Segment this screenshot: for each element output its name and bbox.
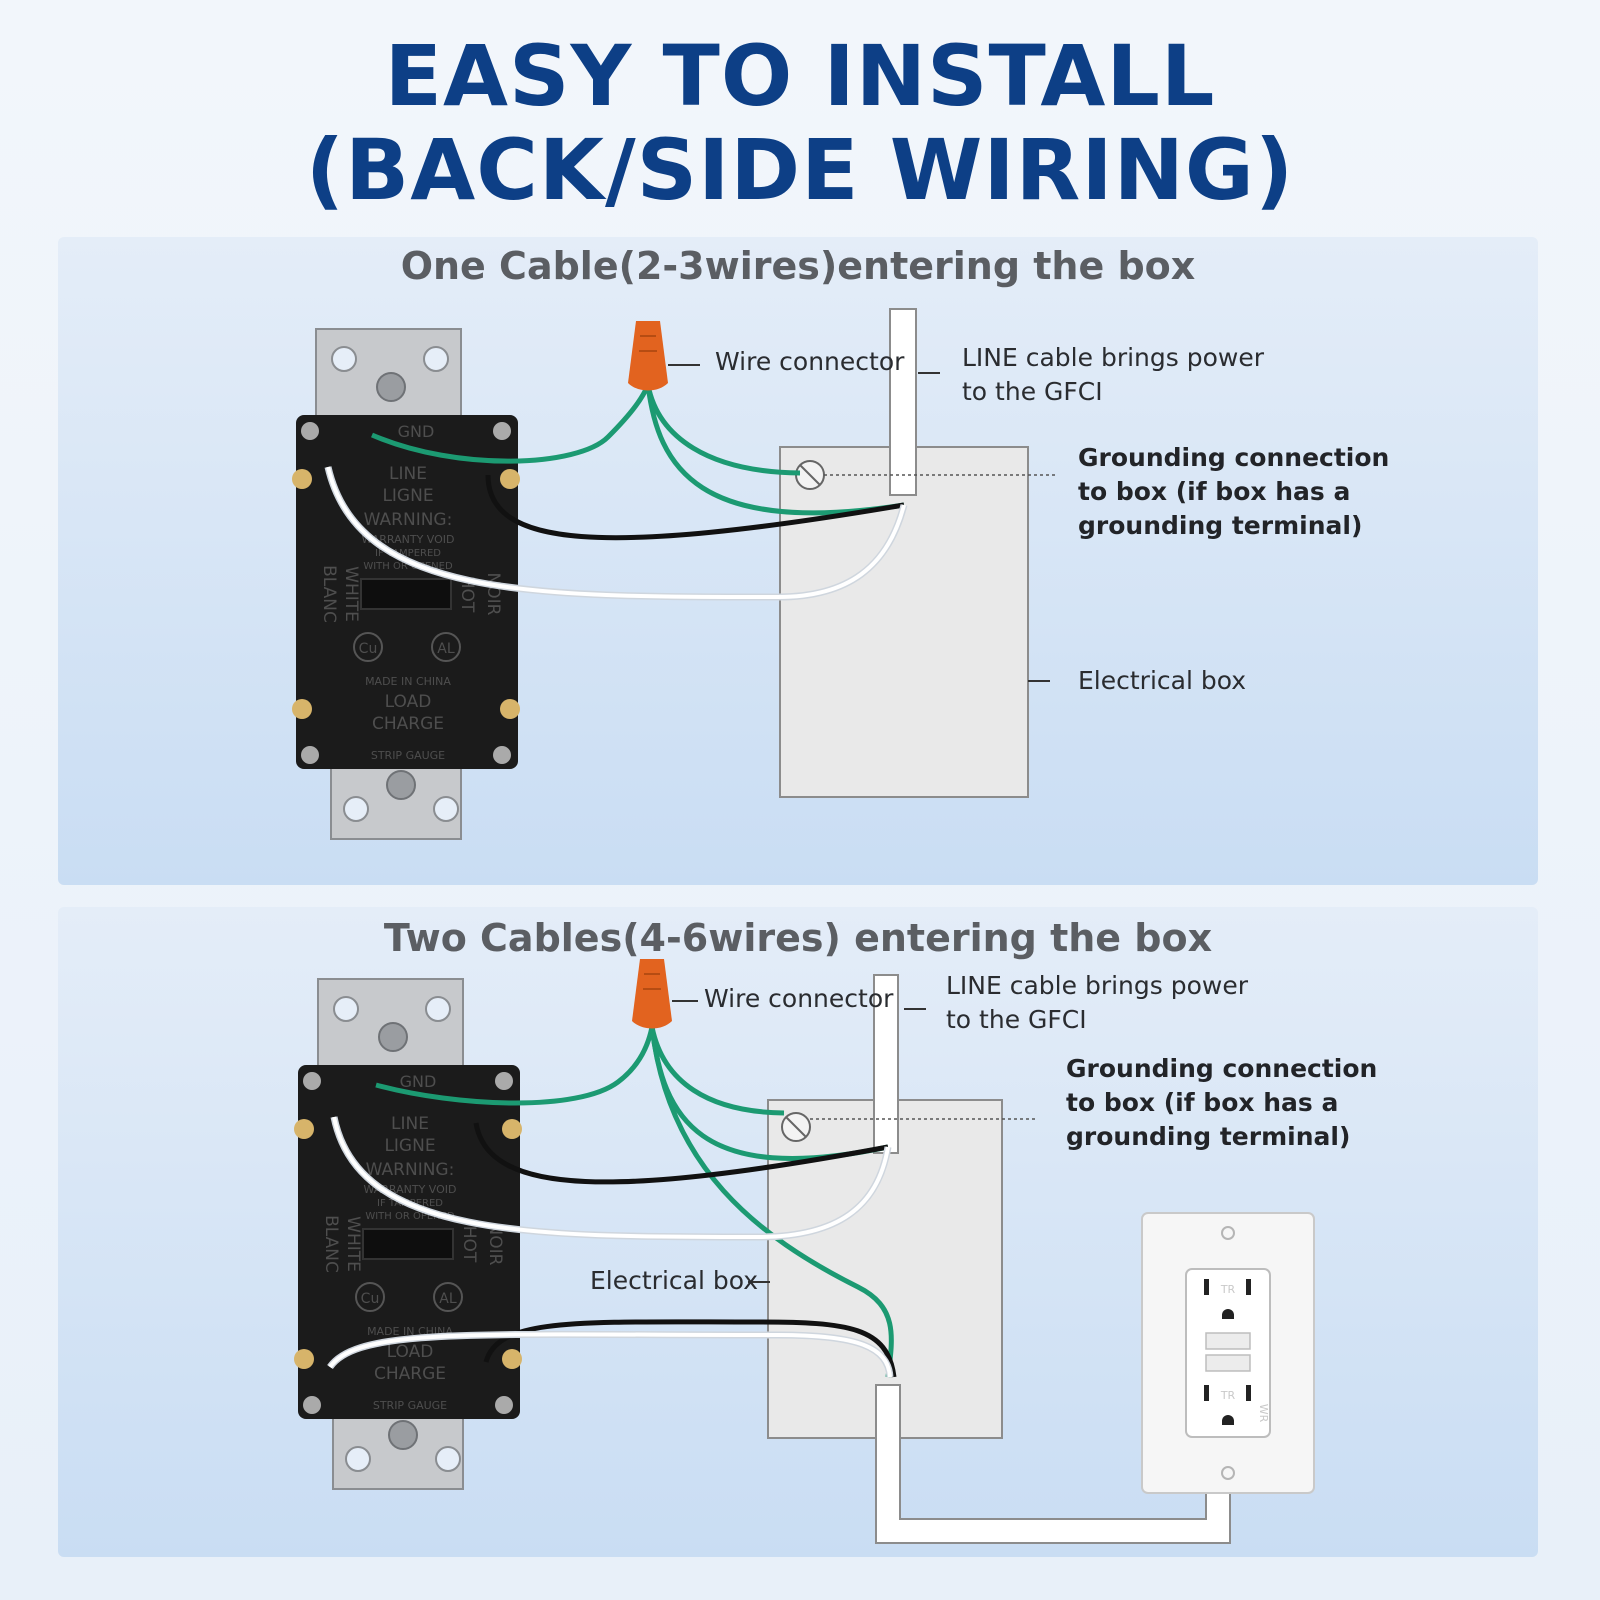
- hot-label: HOT: [459, 1226, 479, 1263]
- strip-gauge-label: STRIP GAUGE: [373, 1399, 447, 1412]
- line-cable-label: LINE cable brings power to the GFCI: [962, 343, 1265, 406]
- noir-label: NOIR: [485, 1223, 505, 1266]
- wire-connector: [628, 321, 668, 391]
- wire-connector-label: Wire connector: [715, 347, 905, 376]
- gnd-label: GND: [398, 422, 435, 441]
- noir-label: NOIR: [483, 573, 503, 616]
- warranty-label-3: WITH OR OPENED: [363, 561, 453, 572]
- white-label: WHITE: [341, 566, 361, 622]
- wr-label: WR: [1257, 1404, 1270, 1423]
- hot-label: HOT: [457, 576, 477, 613]
- ground-wire-to-load-cable: [649, 1026, 894, 1378]
- warranty-label-2: IF TAMPERED: [375, 548, 441, 559]
- warning-label: WARNING:: [366, 1160, 455, 1180]
- diagram-one-cable: GND LINE LIGNE WARNING: WARRANTY VOID IF…: [292, 308, 1056, 840]
- ground-wire-to-receptacle: [371, 384, 651, 464]
- page-title-line-2: (BACK/SIDE WIRING): [305, 121, 1295, 219]
- blanc-label: BLANC: [319, 565, 339, 623]
- tr-label-top: TR: [1220, 1283, 1236, 1296]
- cu-label: Cu: [359, 641, 378, 657]
- diagram-two-cables: GND LINE LIGNE WARNING: WARRANTY VOID IF…: [294, 959, 1315, 1544]
- ground-wire-to-cable: [645, 384, 905, 516]
- panel-one-cable: One Cable(2-3wires)entering the box: [58, 237, 1538, 885]
- neutral-wire-load: [328, 1332, 892, 1378]
- ligne-label: LIGNE: [382, 486, 433, 506]
- wire-connector-label: Wire connector: [704, 984, 894, 1013]
- hot-wire: [485, 474, 905, 541]
- panel-two-cables: Two Cables(4-6wires) entering the box: [58, 907, 1538, 1557]
- al-label: AL: [437, 641, 455, 657]
- strip-gauge-label: STRIP GAUGE: [371, 749, 445, 762]
- load-terminal-label: LOAD: [385, 692, 432, 712]
- cu-label: Cu: [361, 1291, 380, 1307]
- line-terminal-label: LINE: [389, 464, 427, 484]
- tr-label-bottom: TR: [1220, 1389, 1236, 1402]
- panel-one-title: One Cable(2-3wires)entering the box: [400, 244, 1196, 288]
- charge-label: CHARGE: [372, 714, 444, 734]
- line-cable-sheath: [889, 308, 917, 496]
- grounding-connection-label: Grounding connection to box (if box has …: [1078, 443, 1390, 540]
- warranty-label-1: WARRANTY VOID: [361, 533, 454, 546]
- white-label: WHITE: [343, 1216, 363, 1272]
- ground-wire-to-box: [649, 1026, 785, 1116]
- neutral-wire: [326, 466, 906, 600]
- warning-label: WARNING:: [364, 510, 453, 530]
- warranty-label-3: WITH OR OPENED: [365, 1211, 455, 1222]
- electrical-box-label: Electrical box: [1078, 666, 1247, 695]
- ground-wire-to-receptacle: [375, 1026, 655, 1106]
- electrical-box-label: Electrical box: [590, 1266, 759, 1295]
- gnd-label: GND: [400, 1072, 437, 1091]
- hot-wire-line: [473, 1122, 889, 1185]
- ground-wire-to-box: [645, 384, 801, 476]
- grounding-connection-label: Grounding connection to box (if box has …: [1066, 1054, 1378, 1151]
- blanc-label: BLANC: [321, 1215, 341, 1273]
- panel-two-title: Two Cables(4-6wires) entering the box: [383, 916, 1213, 960]
- ligne-label: LIGNE: [384, 1136, 435, 1156]
- gfci-outlet-front: TR TR WR: [1141, 1212, 1315, 1494]
- gfci-receptacle-back: GND LINE LIGNE WARNING: WARRANTY VOID IF…: [292, 328, 520, 840]
- page-title-line-1: EASY TO INSTALL: [384, 27, 1216, 125]
- al-label: AL: [439, 1291, 457, 1307]
- charge-label: CHARGE: [374, 1364, 446, 1384]
- line-terminal-label: LINE: [391, 1114, 429, 1134]
- line-cable-sheath: [873, 974, 899, 1154]
- gfci-receptacle-back: GND LINE LIGNE WARNING: WARRANTY VOID IF…: [294, 978, 522, 1490]
- neutral-wire-line: [332, 1116, 890, 1240]
- made-in-label: MADE IN CHINA: [365, 675, 451, 688]
- load-terminal-label: LOAD: [387, 1342, 434, 1362]
- line-cable-label: LINE cable brings power to the GFCI: [946, 971, 1249, 1034]
- wire-connector: [632, 959, 672, 1029]
- electrical-box: [779, 446, 1029, 798]
